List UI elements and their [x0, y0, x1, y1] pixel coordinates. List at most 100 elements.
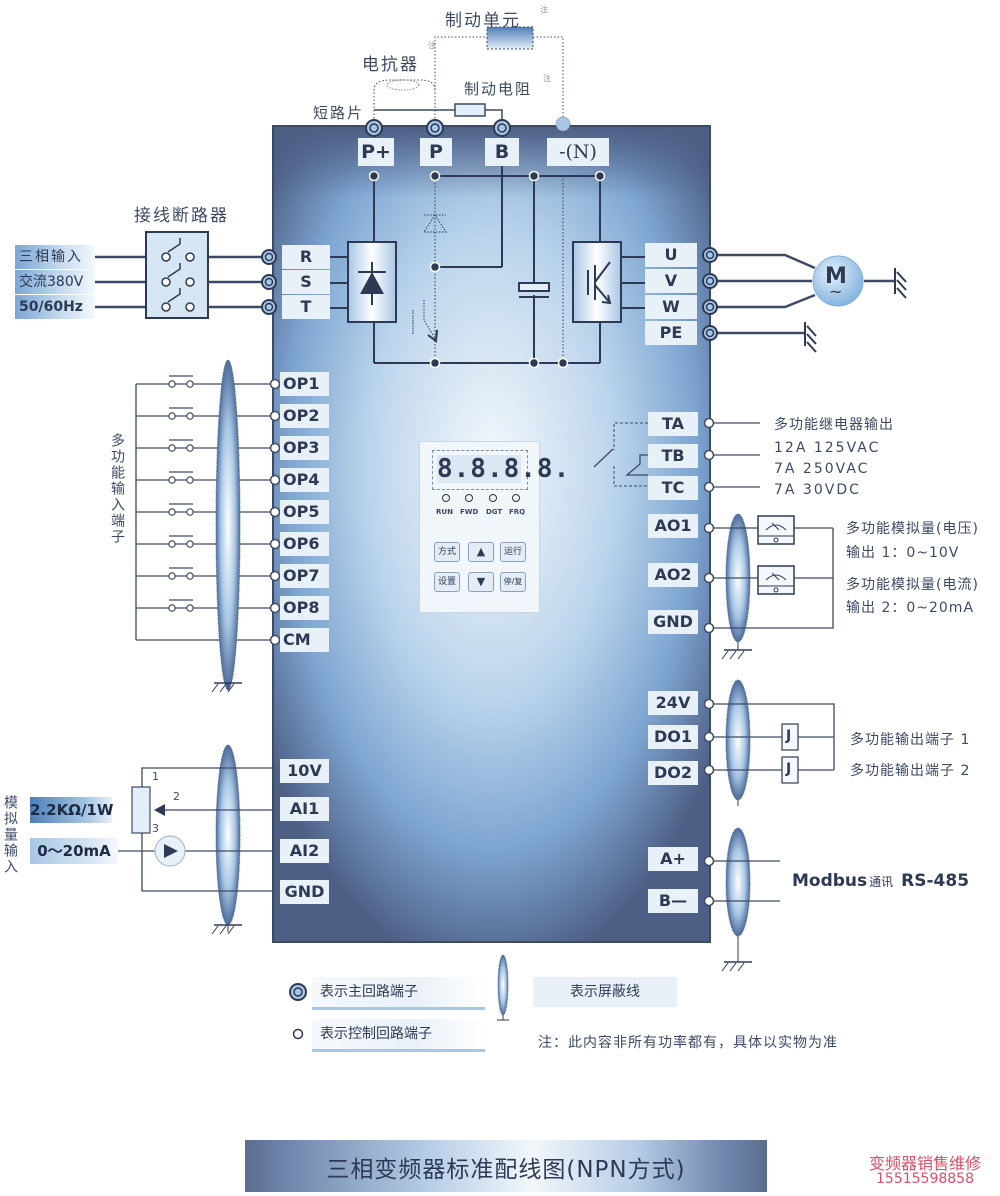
note-mark: 注 [543, 74, 551, 83]
switch-icon [168, 439, 194, 452]
terminal-tc: TC [648, 476, 698, 500]
diagram-title: 三相变频器标准配线图(NPN方式) [326, 1157, 686, 1183]
ao2-range: 输出 2：0~20mA [846, 600, 975, 616]
diagram-title-bar: 三相变频器标准配线图(NPN方式) [245, 1140, 767, 1192]
terminal-op8: OP8 [280, 596, 329, 620]
comm-wiring [713, 860, 780, 902]
analog-output-wiring [713, 527, 834, 629]
breaker-label: 接线断路器 [134, 206, 229, 226]
led-label-dgt: DGT [486, 508, 503, 516]
led-label-run: RUN [436, 508, 453, 516]
main-terminal-rings-output [702, 247, 718, 341]
analog-input-wiring [118, 767, 275, 892]
control-terminal-dot [269, 410, 281, 422]
down-button[interactable]: ▼ [468, 572, 494, 592]
control-terminal-dot [269, 474, 281, 486]
terminal-b: B [485, 138, 519, 166]
motor-icon [812, 255, 864, 307]
current-source [154, 835, 186, 867]
led-row [434, 494, 528, 502]
legend-shield: 表示屏蔽线 [533, 977, 677, 1007]
led-fwd [465, 494, 474, 502]
terminal-w: W [645, 295, 697, 319]
relay-rating-3: 7A 30VDC [774, 482, 861, 498]
pot-pin-2: 2 [173, 790, 180, 803]
relay-coil-do2 [781, 756, 799, 784]
dc-terminal-rings [365, 116, 571, 137]
control-terminal-dot [269, 634, 281, 646]
note-mark: 注 [428, 41, 436, 50]
promo-text: 变频器销售维修 [868, 1154, 981, 1173]
terminal-do2: DO2 [648, 761, 698, 785]
shield-right-do [725, 679, 751, 806]
terminal-ta: TA [648, 412, 698, 436]
braking-resistor [374, 103, 503, 122]
legend-note: 注：此内容非所有功率都有，具体以实物为准 [538, 1035, 838, 1051]
legend-shield-icon [497, 954, 509, 1021]
output-wiring [717, 253, 895, 335]
analog-input-group-label: 模拟量输入 [2, 795, 18, 875]
switch-icon [168, 503, 194, 516]
terminal-n: -(N) [547, 138, 609, 166]
relay-rating-1: 12A 125VAC [774, 440, 881, 456]
stop-reset-button[interactable]: 停/复 [500, 572, 526, 592]
reactor [373, 79, 436, 122]
modbus-label: Modbus [792, 871, 868, 891]
terminal-gnd-ai: GND [280, 880, 329, 904]
terminal-u: U [645, 243, 697, 267]
terminal-ring-p-plus [365, 119, 383, 137]
terminal-op6: OP6 [280, 532, 329, 556]
digital-input-group-label: 多功能输入端子 [109, 433, 125, 545]
terminal-ai2: AI2 [280, 839, 329, 863]
potentiometer [131, 786, 165, 834]
comm-cn-label: 通讯 [869, 875, 894, 889]
do2-label: 多功能输出端子 2 [850, 763, 971, 779]
terminal-a-plus: A+ [648, 847, 698, 871]
shield-right-comm [721, 827, 752, 972]
control-terminal-dots-comm [703, 855, 715, 907]
led-dgt [488, 494, 497, 502]
relay-coil-label-do2: J [786, 761, 792, 777]
terminal-ai1: AI1 [280, 797, 329, 821]
set-button[interactable]: 设置 [434, 572, 460, 592]
switch-icon [168, 407, 194, 420]
control-terminal-dot [269, 570, 281, 582]
digital-input-wiring [135, 383, 271, 641]
terminal-op4: OP4 [280, 468, 329, 492]
bus-junction-dots [368, 170, 606, 369]
rectifier-module [330, 241, 397, 323]
digital-input-switches [168, 375, 281, 646]
led-label-frq: FRQ [509, 508, 526, 516]
dc-bus-wiring [373, 165, 601, 364]
control-terminal-dots-do [703, 698, 715, 776]
up-button[interactable]: ▲ [468, 542, 494, 562]
keypad-panel: 8.8.8.8. RUN FWD DGT FRQ 方式 ▲ 运行 设置 ▼ 停/… [419, 441, 569, 613]
relay-coil-label-do1: J [786, 728, 792, 744]
control-terminal-dot [269, 506, 281, 518]
led-label-fwd: FWD [460, 508, 479, 516]
note-mark: 注 [540, 5, 548, 14]
braking-unit [434, 26, 564, 122]
inverter-module [572, 241, 645, 323]
terminal-ring-n [555, 116, 571, 132]
ao1-range: 输出 1：0~10V [846, 545, 960, 561]
control-terminal-dot [269, 602, 281, 614]
shield-left-di [211, 359, 242, 693]
do1-label: 多功能输出端子 1 [850, 732, 971, 748]
relay-output-label: 多功能继电器输出 [774, 417, 894, 433]
terminal-op7: OP7 [280, 564, 329, 588]
terminal-s: S [282, 270, 330, 294]
ground-icon-pe [804, 322, 817, 353]
relay-rating-2: 7A 250VAC [774, 461, 870, 477]
switch-icon [168, 535, 194, 548]
shield-left-ai [211, 744, 242, 935]
mode-button[interactable]: 方式 [434, 542, 460, 562]
terminal-op1: OP1 [280, 372, 329, 396]
control-terminal-dots-relay [703, 417, 715, 493]
terminal-b-minus: B— [648, 889, 698, 913]
input-chip-three-phase: 三相输入 [15, 245, 95, 269]
terminal-t: T [282, 295, 330, 319]
run-button[interactable]: 运行 [500, 542, 526, 562]
